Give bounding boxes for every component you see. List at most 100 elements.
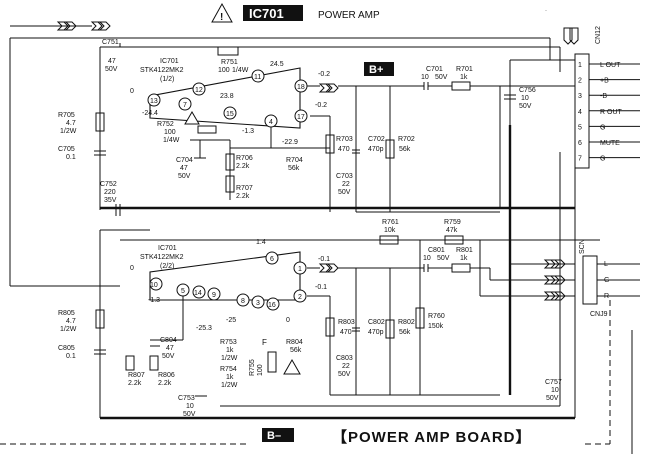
r755-value: 100 [257, 364, 264, 376]
r806-value: 2.2k [158, 380, 172, 387]
v-lower-m25: -25 [226, 317, 236, 324]
pin-12-label: 12 [195, 87, 203, 94]
r759-value: 47k [446, 227, 458, 234]
v-upper-23-8: 23.8 [220, 93, 234, 100]
pin-11-label: 11 [254, 74, 261, 81]
cn12-pin-number: 5 [578, 124, 582, 131]
c704-voltage: 50V [178, 173, 191, 180]
b-plus-text: B+ [369, 64, 383, 76]
cn12-pin-label: +B [600, 78, 609, 85]
r702-resistor [385, 139, 395, 159]
pin-13-label: 13 [150, 98, 158, 105]
r704-value: 56k [288, 165, 300, 172]
v-lower-m25-3: -25.3 [196, 325, 212, 332]
r806-label: R806 [158, 372, 175, 379]
r802-resistor [385, 319, 395, 339]
r706-value: 2.2k [236, 163, 250, 170]
b-minus-text: B– [267, 430, 281, 442]
c801-voltage: 50V [437, 255, 450, 262]
pin-13 [147, 93, 161, 107]
c803-voltage: 50V [338, 371, 351, 378]
r802-label: R802 [398, 319, 415, 326]
ic-upper-line3: (1/2) [160, 76, 174, 83]
cn12-pin-number: 6 [578, 140, 582, 147]
r761-label: R761 [382, 219, 399, 226]
c701-voltage: 50V [435, 74, 448, 81]
cn12-pin-number: 7 [578, 156, 582, 163]
c803-value: 22 [342, 363, 350, 370]
r804-label: R804 [286, 339, 303, 346]
pin-6 [265, 251, 279, 265]
r803-resistor [325, 317, 335, 337]
c801-label: C801 [428, 247, 445, 254]
warning-mark: ! [220, 12, 223, 23]
c757-value: 10 [551, 387, 559, 394]
warning-triangle-icon [211, 2, 233, 23]
b-minus-badge [262, 428, 294, 442]
ic-badge-text: IC701 [249, 6, 284, 21]
v-lower-0b: 0 [286, 317, 290, 324]
r806-resistor [149, 355, 159, 371]
lower-channel: IC701 STK4122MK2 (2/2) 10 5 14 9 8 3 16 … [10, 125, 576, 420]
r805-watt: 1/2W [60, 326, 77, 333]
cnj9-arrow-l-icon [543, 259, 566, 269]
c802-label: C802 [368, 319, 385, 326]
pin-9 [207, 287, 221, 301]
ic-lower-line1: IC701 [158, 245, 177, 252]
r751-value: 100 [218, 67, 230, 74]
c703-value: 22 [342, 181, 350, 188]
c705-label: C705 [58, 146, 75, 153]
stray-dot: · [545, 8, 547, 14]
cn12-arrow-icon [563, 27, 579, 45]
pin-2 [293, 289, 307, 303]
pin-12 [192, 82, 206, 96]
pin-8 [236, 293, 250, 307]
r801-resistor [451, 263, 471, 273]
r753-watt: 1/2W [221, 355, 238, 362]
cn12-pin-label: L OUT [600, 62, 621, 69]
pin-5-label: 5 [181, 288, 185, 295]
c757-label: C757 [545, 379, 562, 386]
c702-value: 470p [368, 146, 384, 153]
c805-label: C805 [58, 345, 75, 352]
cn12-pin-label: -B [600, 93, 607, 100]
pin-16 [266, 297, 280, 311]
c753-voltage: 50V [183, 411, 196, 418]
pin-6-label: 6 [270, 256, 274, 263]
r704-label: R704 [286, 157, 303, 164]
r807-value: 2.2k [128, 380, 142, 387]
cn12-pin-label: G [600, 156, 605, 163]
r760-value: 150k [428, 323, 444, 330]
r805-label: R805 [58, 310, 75, 317]
c756-value: 10 [521, 95, 529, 102]
r701-resistor [451, 81, 471, 91]
cn12-pin-label: MUTE [600, 140, 620, 147]
cn12-pin-label: G [600, 124, 605, 131]
r760-resistor [415, 307, 425, 329]
r807-label: R807 [128, 372, 145, 379]
r751-label: R751 [221, 59, 238, 66]
r752-label: R752 [157, 121, 174, 128]
pin-7-label: 7 [183, 102, 187, 109]
pin-9-label: 9 [212, 292, 216, 299]
ic-upper-line1: IC701 [160, 58, 179, 65]
pin-7 [178, 97, 192, 111]
cnj9-body [582, 255, 598, 305]
pin-14 [192, 285, 206, 299]
r752-resistor [197, 125, 217, 134]
b-plus-connector-arrow [318, 83, 339, 93]
pin-10-label: 10 [150, 282, 158, 289]
r761-resistor [379, 235, 399, 245]
r754-label: R754 [220, 366, 237, 373]
ic-upper-line2: STK4122MK2 [140, 67, 184, 74]
r801-value: 1k [460, 255, 468, 262]
r761-value: 10k [384, 227, 396, 234]
c701-value: 10 [421, 74, 429, 81]
ic-badge-bg [243, 5, 303, 21]
r703-label: R703 [336, 136, 353, 143]
pin-14-label: 14 [194, 290, 202, 297]
pin-3-label: 3 [256, 300, 260, 307]
c756-voltage: 50V [519, 103, 532, 110]
c705-value: 0.1 [66, 154, 76, 161]
